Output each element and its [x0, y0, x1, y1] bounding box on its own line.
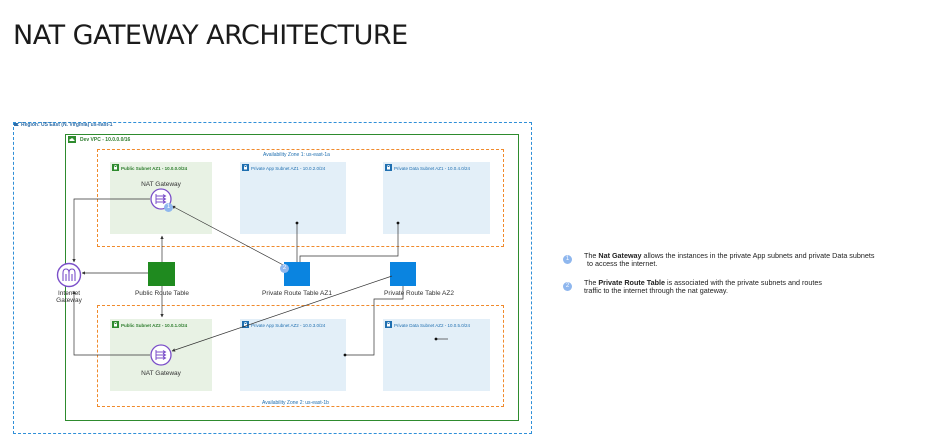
nat-gateway-az2-label: NAT Gateway: [141, 370, 181, 377]
legend-item-1-line2: to access the internet.: [587, 259, 658, 268]
private-app-subnet-az2: [240, 319, 346, 391]
nat-az1-to-igw-line: [72, 198, 150, 263]
page-title: NAT GATEWAY ARCHITECTURE: [13, 20, 408, 51]
private-route-table-az2-icon: [390, 262, 416, 286]
internet-gateway-label: Internet Gateway: [56, 290, 82, 304]
region-label: Region: US East (N. Virginia) us-east-1: [21, 122, 113, 128]
public-route-table-label: Public Route Table: [134, 290, 190, 297]
legend-item-2: The Private Route Table is associated wi…: [584, 279, 822, 295]
private-app-subnet-az2-lock-icon: [242, 321, 249, 328]
region-flag-icon: [14, 123, 19, 128]
nat-az2-to-igw-line: [72, 290, 150, 356]
public-route-table-icon: [148, 262, 175, 286]
public-subnet-az2-lock-icon: [112, 321, 119, 328]
legend-item-2-line1: The Private Route Table is associated wi…: [584, 278, 822, 287]
private-data-subnet-az1-label: Private Data Subnet AZ1 - 10.0.4.0/24: [394, 166, 471, 171]
vpc-label: Dev VPC - 10.0.0.0/16: [80, 137, 131, 143]
region-boundary: [13, 122, 532, 434]
availability-zone-1-label: Availability Zone 1: us-east-1a: [263, 152, 330, 158]
availability-zone-2: [97, 305, 504, 407]
private-app-subnet-az1-label: Private App Subnet AZ1 - 10.0.2.0/24: [251, 166, 326, 171]
vpc-cloud-icon: [68, 136, 76, 143]
private-app-az2-link: [345, 286, 404, 356]
private-data-az1-link: [299, 223, 399, 262]
public-subnet-az2-label: Public Subnet AZ2 - 10.0.1.0/24: [121, 323, 188, 328]
internet-gateway-icon: [56, 262, 82, 288]
nat-gateway-az2-icon: [150, 344, 172, 366]
private-app-subnet-az2-label: Private App Subnet AZ2 - 10.0.3.0/24: [251, 323, 326, 328]
private-data-subnet-az1: [383, 162, 490, 234]
private-data-subnet-az2-lock-icon: [385, 321, 392, 328]
public-subnet-az1-label: Public Subnet AZ1 - 10.0.0.0/24: [121, 166, 188, 171]
nat-gateway-az1-label: NAT Gateway: [141, 181, 181, 188]
legend-item-2-line2: traffic to the internet through the nat …: [584, 286, 728, 295]
diagram-badge-1: 1: [164, 203, 173, 212]
private-app-subnet-az1-lock-icon: [242, 164, 249, 171]
availability-zone-1: [97, 149, 504, 247]
legend-badge-2: 2: [563, 282, 572, 291]
legend-item-1: The Nat Gateway allows the instances in …: [584, 252, 874, 268]
private-data-subnet-az1-lock-icon: [385, 164, 392, 171]
private-app-subnet-az1: [240, 162, 346, 234]
public-subnet-lock-icon: [112, 164, 119, 171]
private-data-subnet-az2-label: Private Data Subnet AZ2 - 10.0.5.0/24: [394, 323, 471, 328]
private-route-table-az2-label: Private Route Table AZ2: [384, 290, 454, 297]
legend-item-1-line1: The Nat Gateway allows the instances in …: [584, 251, 875, 260]
private-rt-az1-to-nat-line: [171, 205, 288, 268]
availability-zone-2-label: Availability Zone 2: us-east-1b: [262, 400, 329, 406]
private-route-table-az1-label: Private Route Table AZ1: [262, 290, 332, 297]
private-data-subnet-az2: [383, 319, 490, 391]
legend-badge-1: 1: [563, 255, 572, 264]
private-rt-az2-to-nat-line: [171, 275, 393, 352]
diagram-badge-2: 2: [280, 264, 289, 273]
